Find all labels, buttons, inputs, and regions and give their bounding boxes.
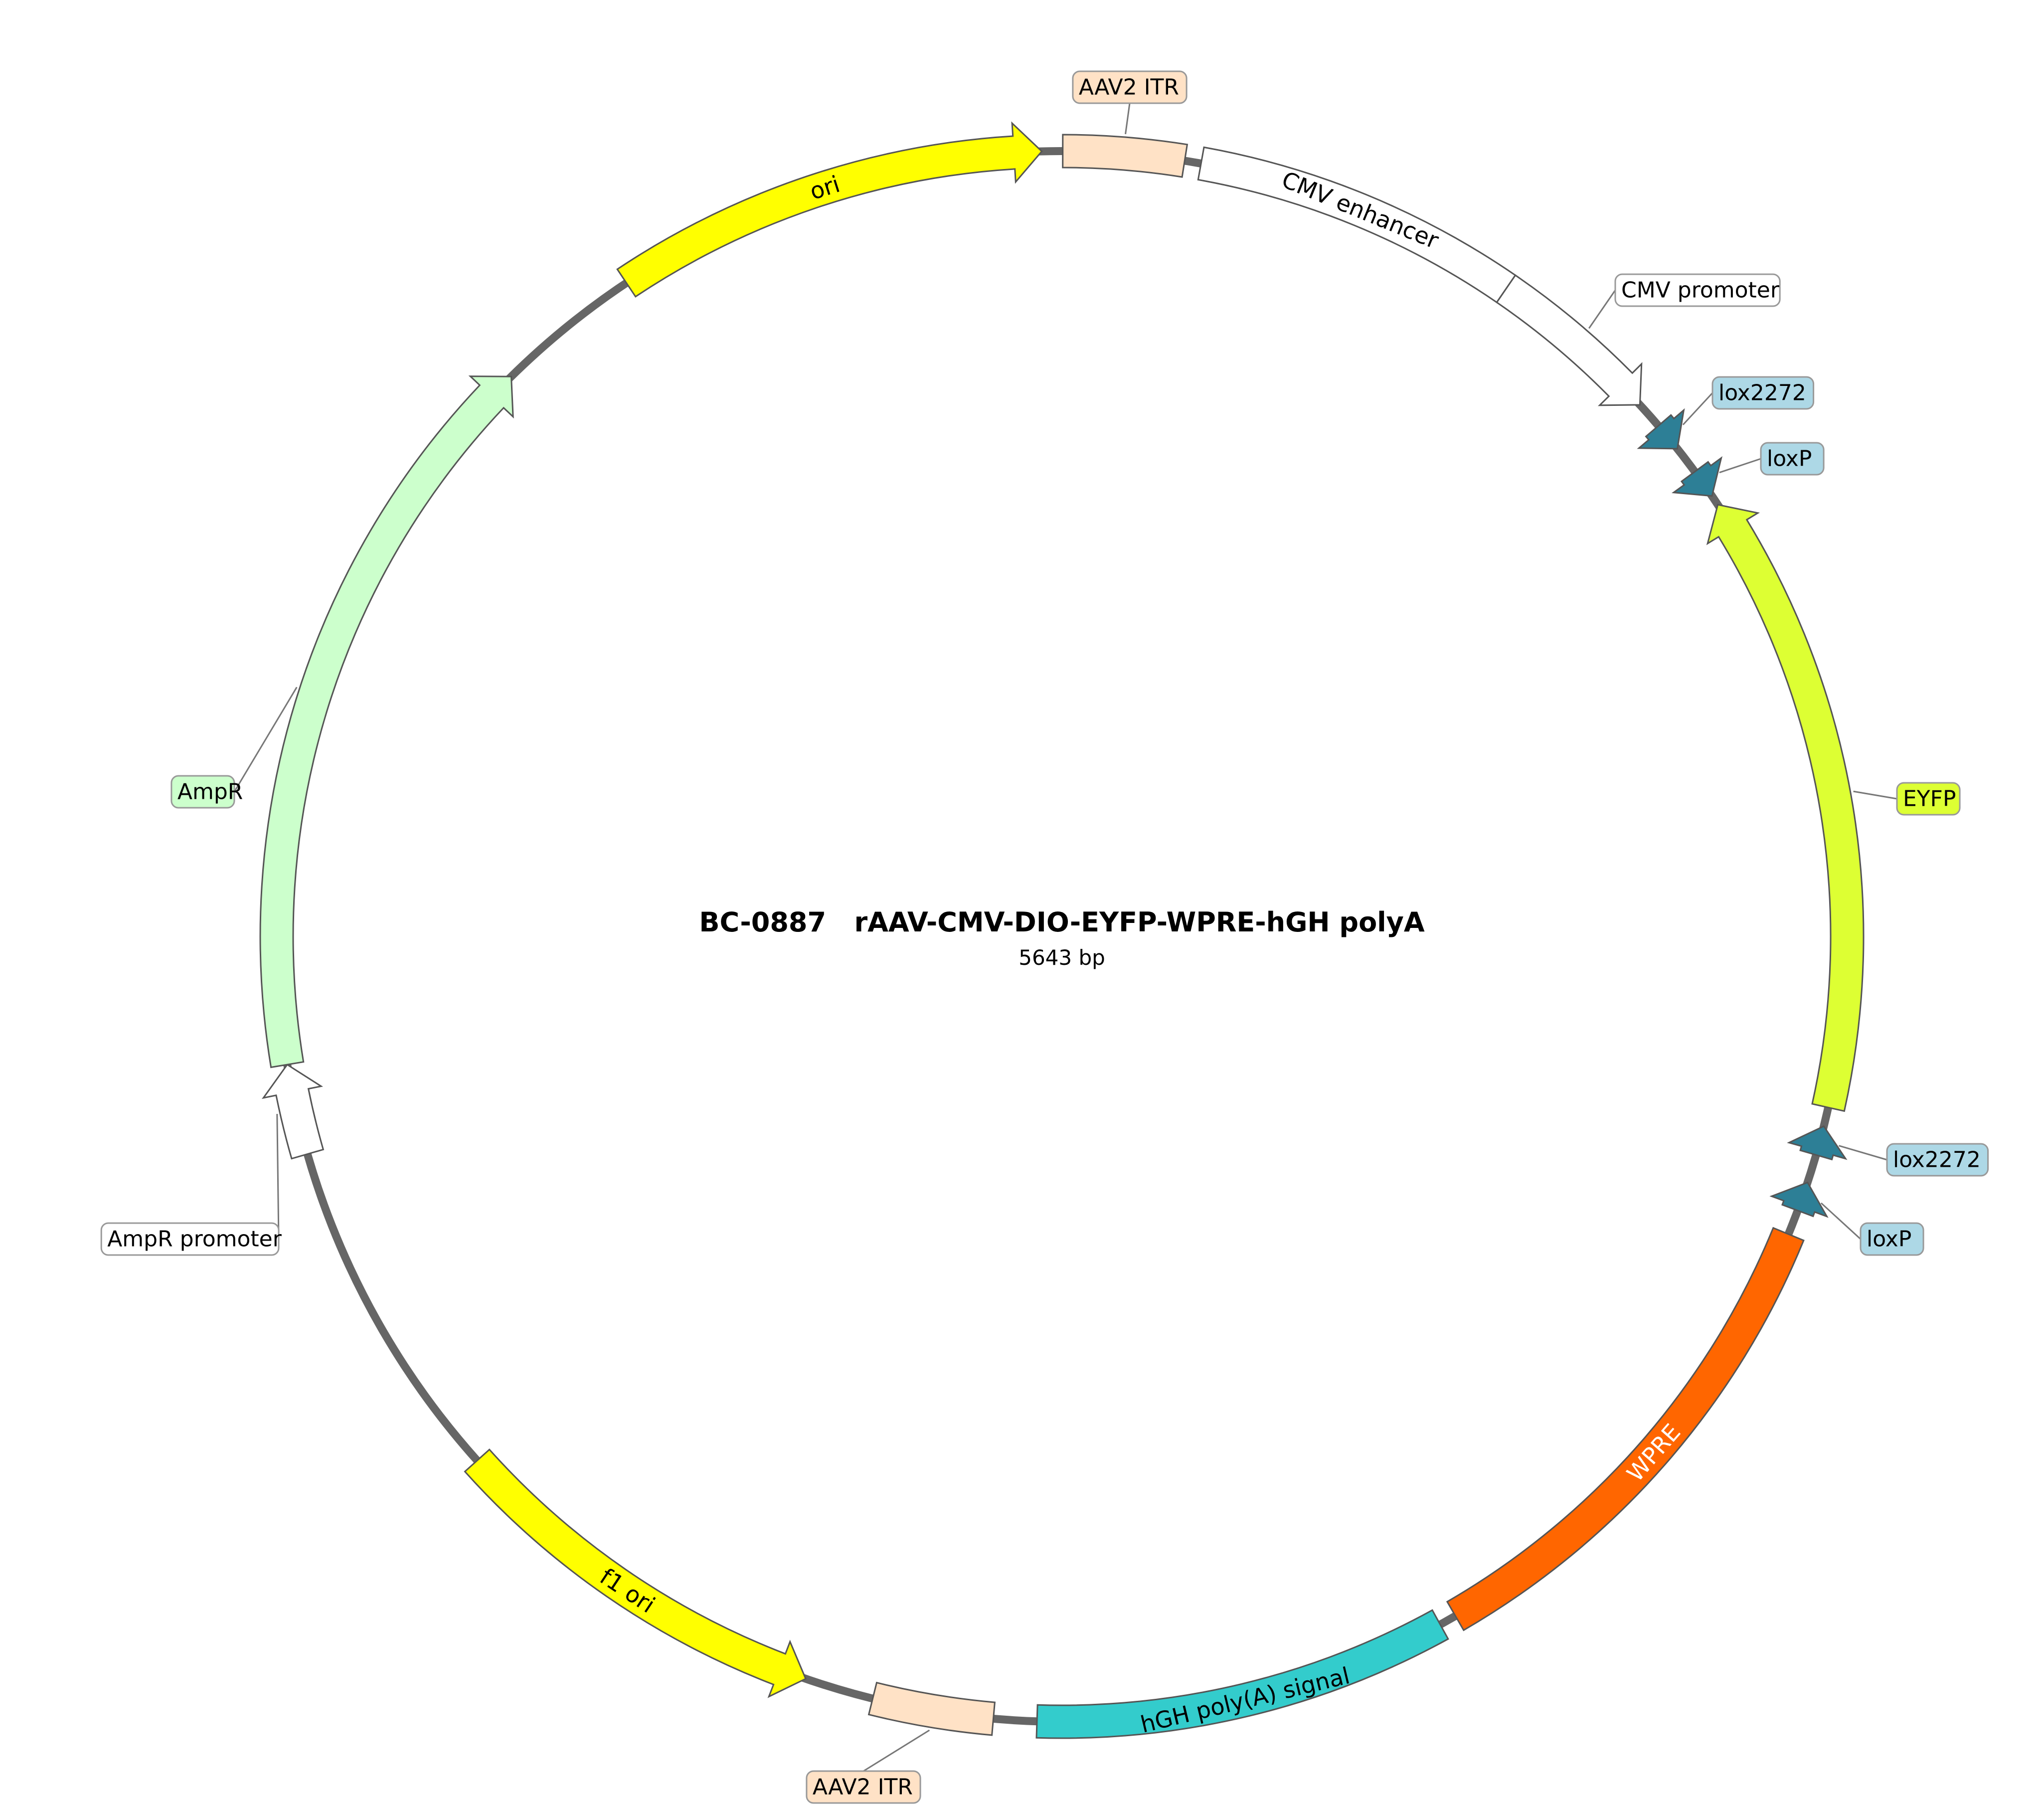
ampr-callout-box [170,775,235,809]
lox2272-a-callout-box [1711,376,1815,410]
loxp-b-callout-box [1860,1222,1924,1256]
ampr-feature[interactable] [259,375,514,1069]
ori-feature[interactable]: ori [616,121,1043,298]
aav2-itr-top-shape[interactable] [1062,134,1189,178]
cmv-enhancer-shape[interactable] [1197,146,1517,304]
f1-ori-feature[interactable]: f1 ori [464,1448,807,1698]
hgh-polya-feature[interactable]: hGH poly(A) signal [1035,1609,1449,1739]
aav2-itr-bottom-feature[interactable] [867,1681,996,1736]
lox2272-a-callout-line [1682,392,1713,425]
callout-layer: AAV2 ITR CMV promoter lox2272 loxP EYFP lox22… [100,70,1989,1804]
lox2272-b-callout-line [1839,1145,1887,1161]
ampr-promoter-callout-line [276,1113,280,1240]
loxp-a-callout-box [1760,442,1825,476]
eyfp-callout-line [1853,790,1897,800]
lox2272-b-callout-label: lox2272 [1893,1147,1981,1173]
loxp-a-callout-line [1719,458,1761,474]
center-label: BC-0887 rAAV-CMV-DIO-EYFP-WPRE-hGH polyA… [699,906,1425,970]
eyfp-callout-box [1896,782,1961,816]
lox2272-b-shape[interactable] [1787,1125,1848,1161]
aav2-itr-bottom-callout-box [806,1770,921,1804]
cmv-promoter-shape[interactable] [1496,274,1643,406]
wpre-feature[interactable]: WPRE [1446,1227,1805,1631]
loxp-a-shape[interactable] [1671,456,1723,497]
lox2272-b-feature[interactable] [1787,1125,1848,1161]
cmv-promoter-feature[interactable] [1496,274,1643,406]
cmv-promoter-callout-box [1614,273,1781,307]
aav2-itr-bottom-shape[interactable] [867,1681,996,1736]
wpre-shape[interactable] [1446,1227,1805,1631]
plasmid-length: 5643 bp [1019,945,1105,970]
ori-shape[interactable] [616,121,1043,298]
ampr-shape[interactable] [259,375,514,1069]
aav2-itr-top-callout-box [1072,70,1188,104]
cmv-enhancer-label: CMV enhancer [1278,166,1442,254]
plasmid-title: BC-0887 rAAV-CMV-DIO-EYFP-WPRE-hGH polyA [699,906,1425,938]
loxp-b-callout-label: loxP [1867,1227,1911,1252]
f1-ori-shape[interactable] [464,1448,807,1698]
lox2272-a-feature[interactable] [1637,408,1685,450]
ampr-callout-line [233,687,298,792]
eyfp-feature[interactable] [1706,504,1865,1112]
lox2272-a-shape[interactable] [1637,408,1685,450]
aav2-itr-bottom-callout-line [863,1729,930,1772]
ampr-callout-label: AmpR [177,779,243,805]
cmv-enhancer-feature[interactable]: CMV enhancer [1197,146,1517,304]
eyfp-callout-label: EYFP [1903,786,1956,812]
lox2272-b-callout-box [1886,1143,1989,1177]
eyfp-shape[interactable] [1706,504,1865,1112]
aav2-itr-top-callout-line [1125,103,1131,135]
ampr-promoter-shape[interactable] [261,1064,325,1160]
loxp-a-feature[interactable] [1671,456,1723,497]
loxp-b-shape[interactable] [1769,1181,1829,1218]
ampr-promoter-callout-box [100,1222,280,1256]
ampr-promoter-callout-label: AmpR promoter [107,1227,282,1252]
aav2-itr-bottom-callout-label: AAV2 ITR [813,1775,913,1800]
lox2272-a-callout-label: lox2272 [1718,380,1806,406]
loxp-b-feature[interactable] [1769,1181,1829,1218]
aav2-itr-top-feature[interactable] [1062,134,1189,178]
ampr-promoter-feature[interactable] [261,1064,325,1160]
aav2-itr-top-callout-label: AAV2 ITR [1079,75,1179,100]
loxp-a-callout-label: loxP [1767,446,1812,472]
hgh-polya-shape[interactable] [1035,1609,1449,1739]
cmv-promoter-callout-line [1588,290,1616,329]
loxp-b-callout-line [1820,1202,1862,1240]
cmv-promoter-callout-label: CMV promoter [1621,278,1780,303]
